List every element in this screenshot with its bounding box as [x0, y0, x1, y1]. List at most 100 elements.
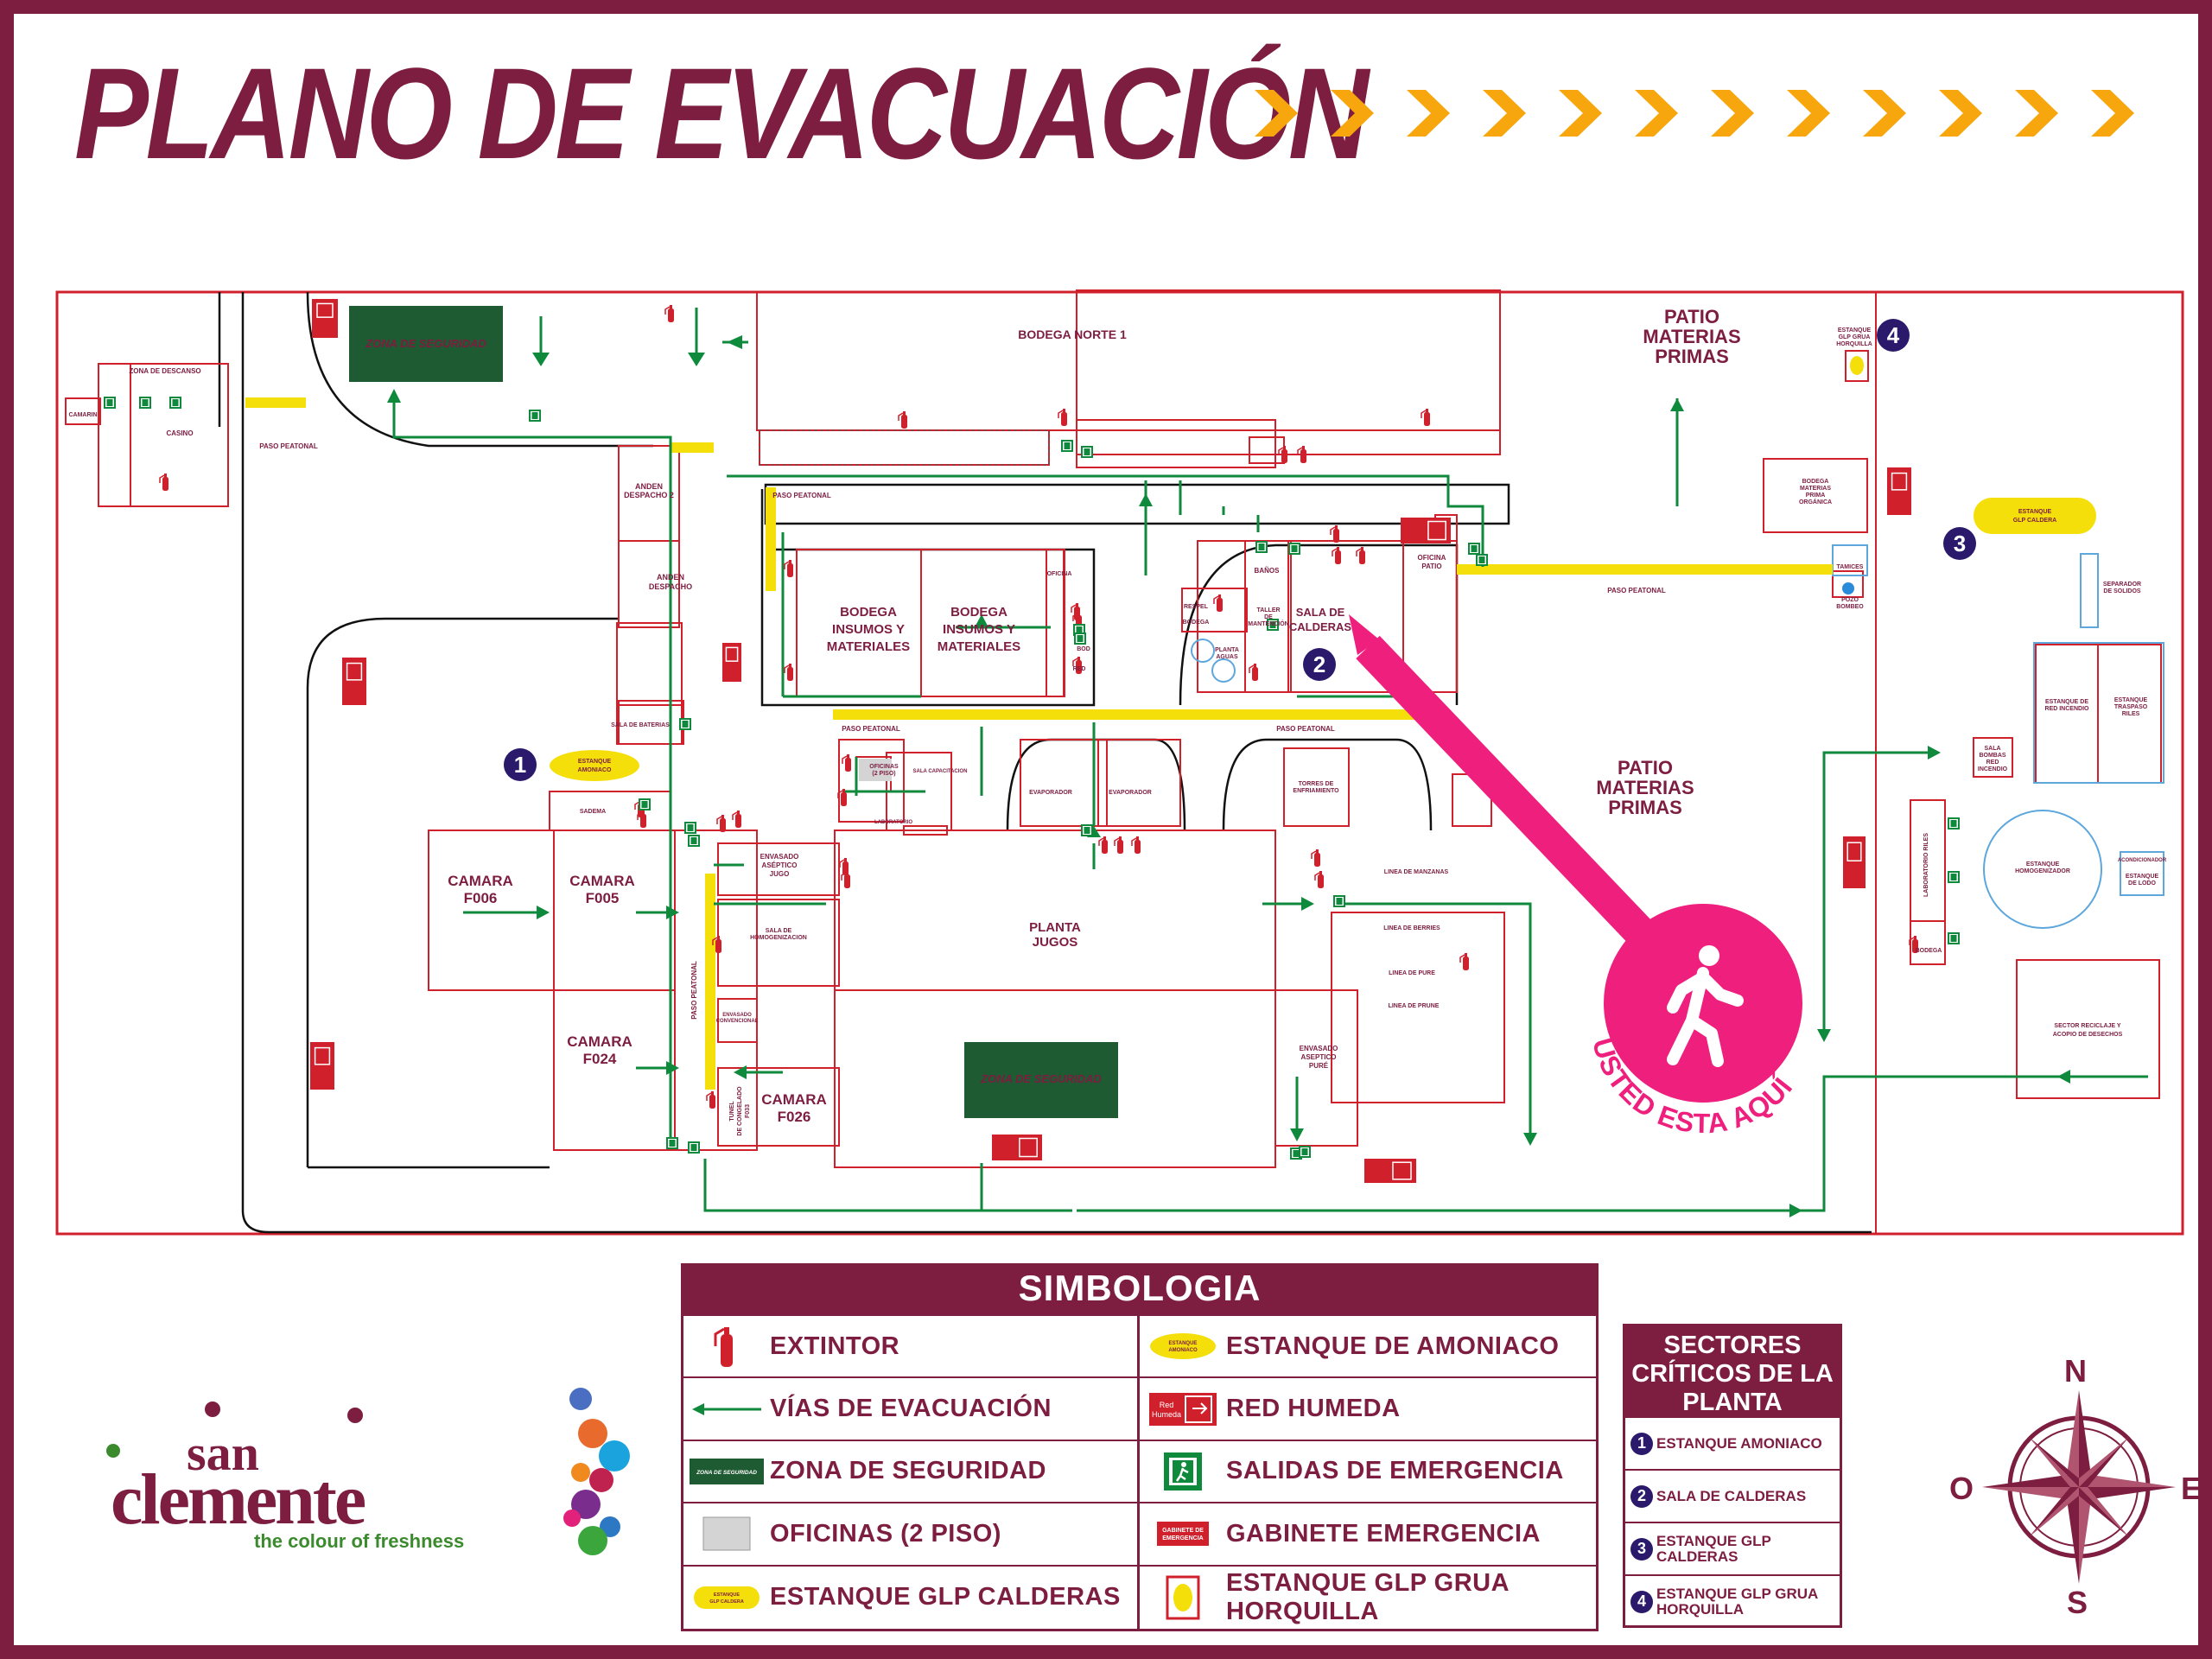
envasado-pure-label-c: PURÉ	[1309, 1062, 1329, 1070]
floor-plan-map: ZONA DE SEGURIDAD ZONA DE SEGURIDAD ESTA…	[55, 289, 2184, 1236]
patio-mid-label-1: PATIO	[1618, 757, 1673, 779]
legend-label-salidas-emergencia: SALIDAS DE EMERGENCIA	[1226, 1457, 1564, 1485]
bodega-materias-label-c: PRIMA	[1806, 493, 1826, 499]
sector-row-1: 1 ESTANQUE AMONIACO	[1625, 1416, 1840, 1469]
critical-sectors-panel: SECTORES CRÍTICOS DE LA PLANTA 1 ESTANQU…	[1623, 1324, 1842, 1628]
bodega-materias-label-d: ORGÁNICA	[1799, 498, 1832, 505]
chevron-icon	[2015, 90, 2058, 137]
bodega-insumos-1-label-b: INSUMOS Y	[832, 622, 905, 637]
sadema-label: SADEMA	[580, 809, 606, 815]
water-treatment-area	[1191, 544, 2164, 929]
patio-mid-label-2: MATERIAS	[1596, 777, 1694, 798]
logo-dot-1	[205, 1402, 220, 1417]
legend-label-zona-seguridad: ZONA DE SEGURIDAD	[770, 1457, 1046, 1485]
sala-bombas-label-c: RED	[1986, 760, 1999, 766]
evaporador-2-label: EVAPORADOR	[1109, 790, 1152, 796]
envasado-pure-label-b: ASEPTICO	[1301, 1053, 1337, 1061]
bodega-insumos-1-label-c: MATERIALES	[827, 639, 910, 654]
logo-bubbles	[563, 1388, 630, 1555]
emergency-exit-icon	[684, 822, 696, 834]
chevron-icon	[1863, 90, 1906, 137]
sector-label-4: ESTANQUE GLP GRUA HORQUILLA	[1656, 1585, 1818, 1618]
pedestrian-crossings	[245, 397, 1833, 1090]
logo-dot-2	[347, 1408, 363, 1423]
red-humeda-sign-frame	[346, 662, 363, 681]
fire-extinguisher-icon	[1297, 446, 1306, 463]
planta-jugos-label-a: PLANTA	[1029, 920, 1081, 935]
oficina-patio-label-a: OFICINA	[1418, 554, 1446, 562]
evaporador-1-label: EVAPORADOR	[1029, 790, 1072, 796]
legend-label-extintor: EXTINTOR	[770, 1332, 900, 1360]
logo-text-san: san	[187, 1425, 259, 1481]
fire-extinguisher-icon	[1459, 953, 1469, 970]
emergency-exit-icon	[529, 410, 541, 422]
logo-dot-3	[106, 1444, 120, 1458]
anden-despacho-2-label-b: DESPACHO 2	[624, 491, 674, 499]
emergency-exit-icon	[666, 1137, 678, 1149]
sector-num-1: 1	[1630, 1432, 1653, 1455]
red-humeda-sign-frame	[1847, 842, 1862, 861]
sala-calderas-label-a: SALA DE	[1296, 606, 1345, 619]
red-humeda-sign	[722, 643, 741, 682]
red-humeda-sign-frame	[316, 302, 334, 318]
bodega-insumos-2-label-b: INSUMOS Y	[943, 622, 1015, 637]
sector-row-4: 4 ESTANQUE GLP GRUA HORQUILLA	[1625, 1574, 1840, 1627]
emergency-exit-icon	[1948, 817, 1960, 830]
emergency-exit-icon	[1299, 1146, 1311, 1158]
compass-south-label: S	[2067, 1585, 2088, 1620]
safety-zone-south: ZONA DE SEGURIDAD	[964, 1042, 1118, 1118]
building-walls	[65, 289, 2164, 1168]
estanque-lodo-label-a: ESTANQUE	[2126, 874, 2159, 880]
emergency-exit-icon	[1267, 619, 1279, 631]
chevron-icon	[1255, 90, 1298, 137]
red-humeda-sign-frame	[725, 646, 739, 662]
estanque-lodo-label-b: DE LODO	[2128, 880, 2156, 887]
fire-extinguisher-icon	[1131, 836, 1141, 854]
legend-item-salidas-emergencia: SALIDAS DE EMERGENCIA	[1140, 1441, 1596, 1504]
ammonia-tank: ESTANQUE AMONIACO	[550, 750, 639, 781]
legend-title: SIMBOLOGIA	[681, 1263, 1599, 1313]
area-labels: BODEGA NORTE 1 PATIO MATERIAS PRIMAS PAT…	[68, 306, 2166, 1136]
sector-label-3: ESTANQUE GLP CALDERAS	[1656, 1532, 1771, 1565]
envasado-jugo-label-c: JUGO	[770, 870, 790, 878]
evacuation-arrow-icon	[692, 1402, 761, 1415]
tunel-label-c: F033	[745, 1104, 751, 1118]
linea-manzanas-label: LINEA DE MANZANAS	[1384, 869, 1449, 875]
fire-extinguisher-icon	[1278, 446, 1287, 463]
legend-item-vias-evacuacion: VÍAS DE EVACUACIÓN	[683, 1378, 1140, 1441]
tunel-label-a: TUNEL	[729, 1101, 735, 1122]
planta-jugos-label-b: JUGOS	[1033, 935, 1078, 950]
camara-f026-label-a: CAMARA	[761, 1091, 827, 1108]
emergency-exit-icon	[104, 397, 116, 409]
office-icon	[702, 1516, 751, 1551]
fire-extinguisher-icon	[1421, 409, 1430, 426]
compass-rose: N S E O	[1949, 1353, 2198, 1630]
chevron-icon	[1939, 90, 1982, 137]
laboratorio-label: LABORATORIO	[874, 820, 912, 825]
fire-extinguisher-icon	[1311, 849, 1320, 867]
pozo-bombeo-label-b: BOMBEO	[1836, 604, 1864, 610]
chevron-icon	[1711, 90, 1754, 137]
fire-extinguisher-icon	[714, 1327, 733, 1368]
legend-glp-badge-a: ESTANQUE	[714, 1592, 740, 1598]
chevron-arrow-icons	[1255, 90, 2134, 137]
camara-f006-label-a: CAMARA	[448, 873, 513, 889]
sector-row-2: 2 SALA DE CALDERAS	[1625, 1469, 1840, 1522]
torres-label-b: ENFRIAMIENTO	[1293, 788, 1339, 794]
fire-extinguisher-icon	[1114, 836, 1123, 854]
fire-extinguisher-icon	[637, 810, 646, 828]
fire-extinguisher-icon	[1058, 409, 1067, 426]
emergency-exit-icon	[139, 397, 151, 409]
fire-extinguisher-icon	[1356, 547, 1365, 564]
oficinas-2piso-label-b: (2 PISO)	[872, 771, 895, 777]
critical-sectors-title-a: SECTORES	[1663, 1332, 1802, 1359]
estanque-traspaso-label-a: ESTANQUE	[2114, 697, 2148, 703]
sector-reciclaje-label-b: ACOPIO DE DESECHOS	[2053, 1032, 2123, 1038]
glp-forklift-label-a: ESTANQUE	[1838, 327, 1872, 334]
glp-forklift-tank-icon	[1166, 1575, 1200, 1620]
glp-forklift-label-c: HORQUILLA	[1836, 341, 1872, 347]
chevron-icon	[1787, 90, 1830, 137]
